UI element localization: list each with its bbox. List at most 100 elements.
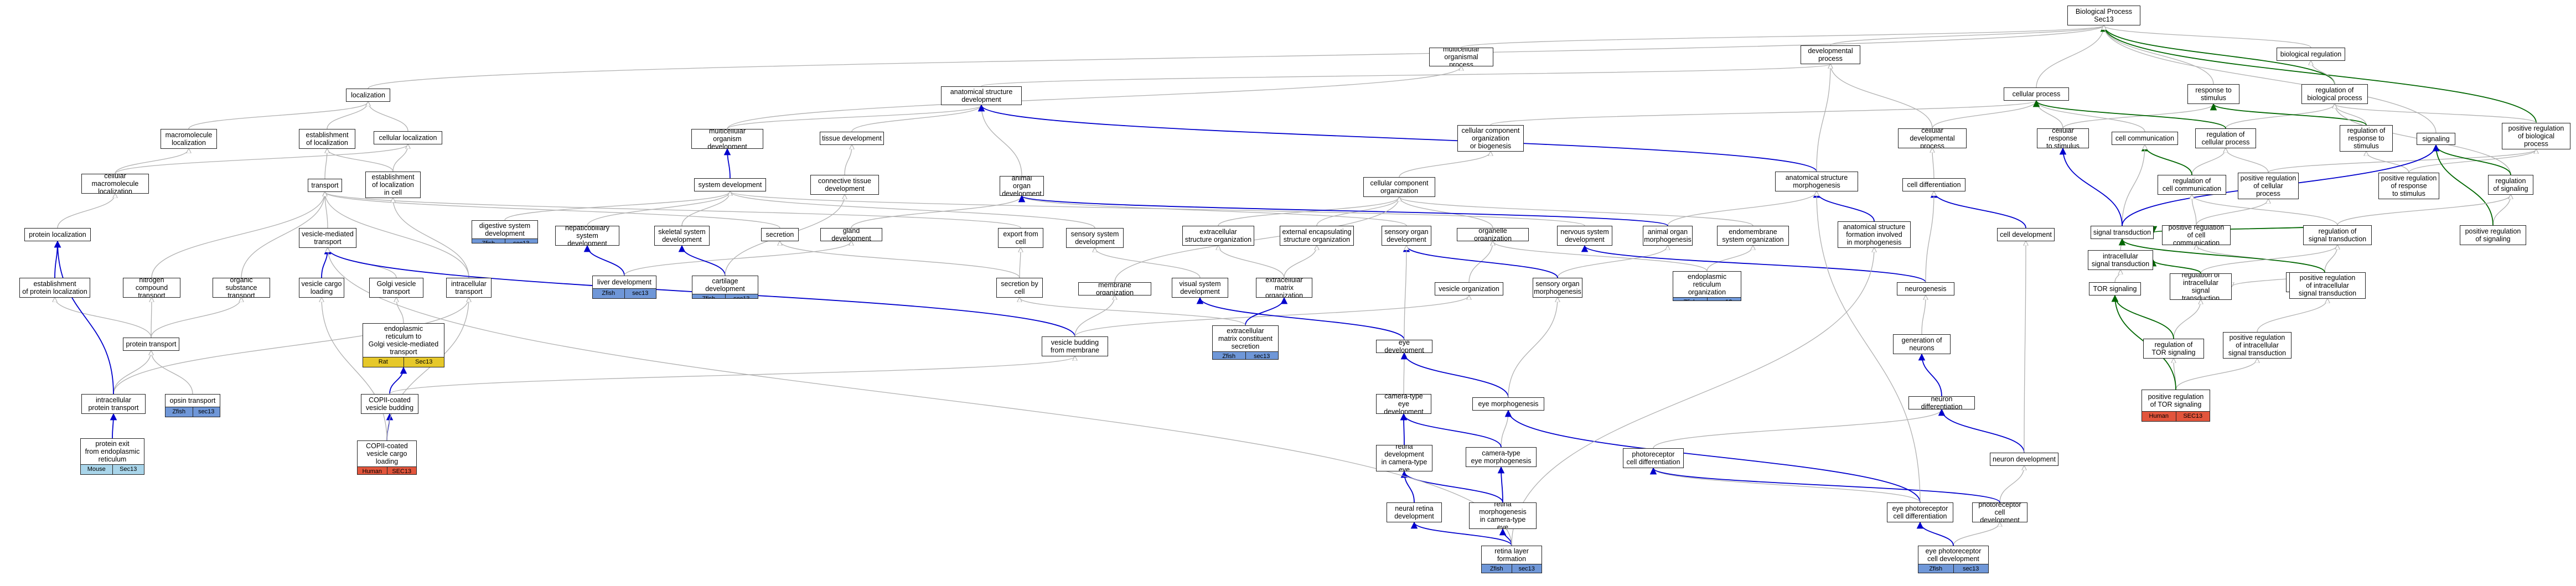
node-reg-intra-sig[interactable]: regulation of intracellular signal trans… <box>2170 273 2232 300</box>
node-ves-budding[interactable]: vesicle budding from membrane <box>1042 336 1108 356</box>
node-copii-budding[interactable]: COPII-coated vesicle budding <box>361 394 418 414</box>
node-cell-comm[interactable]: cell communication <box>2112 132 2178 145</box>
node-cell-diff[interactable]: cell differentiation <box>1902 178 1965 191</box>
node-animal-organ-morph[interactable]: animal organ morphogenesis <box>1643 226 1693 246</box>
node-retina-morph[interactable]: retina morphogenesis in camera-type eye <box>1469 502 1537 529</box>
node-bp[interactable]: Biological Process Sec13 <box>2067 6 2140 25</box>
node-cell-dev[interactable]: cell development <box>1997 228 2055 241</box>
node-ecm-secretion[interactable]: extracellular matrix constituent secreti… <box>1212 325 1279 360</box>
node-anat-morph[interactable]: anatomical structure morphogenesis <box>1775 172 1858 191</box>
node-macro-loc[interactable]: macromolecule localization <box>161 129 217 149</box>
node-gen-neurons[interactable]: generation of neurons <box>1893 334 1951 354</box>
node-pos-reg-intra-sig2[interactable]: positive regulation of intracellular sig… <box>2223 332 2291 359</box>
node-nervous-sys[interactable]: nervous system development <box>1557 226 1612 246</box>
node-cell-comp-org-bio[interactable]: cellular component organization or bioge… <box>1457 125 1524 152</box>
node-gland-dev[interactable]: gland development <box>820 228 882 241</box>
node-protein-loc[interactable]: protein localization <box>24 228 91 241</box>
node-hepato[interactable]: hepaticobiliary system development <box>555 226 619 246</box>
node-golgi-ves[interactable]: Golgi vesicle transport <box>369 278 423 298</box>
node-cell-comp-org[interactable]: cellular component organization <box>1363 177 1435 197</box>
node-multi-dev[interactable]: multicellular organism development <box>691 129 763 149</box>
node-eye-dev[interactable]: eye development <box>1376 340 1432 353</box>
node-pos-reg-cell-comm[interactable]: positive regulation of cell communicatio… <box>2162 225 2231 245</box>
node-ecm-org[interactable]: extracellular structure organization <box>1182 226 1254 246</box>
node-pos-reg-intra-sig[interactable]: positive regulation of intracellular sig… <box>2289 272 2366 299</box>
node-cell-proc[interactable]: cellular process <box>2004 87 2069 101</box>
node-ves-cargo[interactable]: vesicle cargo loading <box>299 278 344 298</box>
node-intra-sig[interactable]: intracellular signal transduction <box>2088 250 2153 270</box>
node-cell-dev-proc[interactable]: cellular developmental process <box>1898 128 1967 148</box>
node-cell-macro-loc[interactable]: cellular macromolecule localization <box>81 174 149 194</box>
node-eye-morph[interactable]: eye morphogenesis <box>1472 397 1544 411</box>
node-pos-reg-bio[interactable]: positive regulation of biological proces… <box>2502 123 2570 149</box>
node-organelle-org[interactable]: organelle organization <box>1457 228 1529 241</box>
node-anat-dev[interactable]: anatomical structure development <box>941 86 1022 105</box>
node-secretion[interactable]: secretion <box>761 228 799 241</box>
node-skeletal[interactable]: skeletal system development <box>654 226 710 246</box>
node-dev-proc[interactable]: developmental process <box>1801 45 1860 64</box>
node-pos-reg-signaling[interactable]: positive regulation of signaling <box>2460 225 2526 245</box>
node-tor-sig[interactable]: TOR signaling <box>2089 282 2141 295</box>
node-sig-trans[interactable]: signal transduction <box>2091 226 2154 239</box>
node-camera-morph[interactable]: camera-type eye morphogenesis <box>1466 447 1537 467</box>
node-reg-bio[interactable]: regulation of biological process <box>2301 84 2368 104</box>
node-endomem[interactable]: endomembrane system organization <box>1717 226 1789 246</box>
node-animal-organ-dev[interactable]: animal organ development <box>1000 176 1044 196</box>
node-localization[interactable]: localization <box>346 89 390 102</box>
node-neuron-diff[interactable]: neuron differentiation <box>1908 396 1975 409</box>
node-sensory-morph[interactable]: sensory organ morphogenesis <box>1533 278 1582 298</box>
node-vesicle-org[interactable]: vesicle organization <box>1435 282 1503 295</box>
node-photo-diff[interactable]: photoreceptor cell differentiation <box>1623 448 1684 468</box>
node-est-loc-cell[interactable]: establishment of localization in cell <box>365 172 421 198</box>
node-reg-resp-stim[interactable]: regulation of response to stimulus <box>2340 125 2393 152</box>
node-reg-cell-comm[interactable]: regulation of cell communication <box>2158 175 2226 195</box>
node-neuron-dev[interactable]: neuron development <box>1990 453 2058 466</box>
node-neurogenesis[interactable]: neurogenesis <box>1897 282 1954 295</box>
node-sys-dev[interactable]: system development <box>694 178 766 191</box>
node-retina-dev[interactable]: retina development in camera-type eye <box>1376 445 1432 471</box>
node-ecm-const-org[interactable]: extracellular matrix organization <box>1256 278 1312 298</box>
node-reg-signaling[interactable]: regulation of signaling <box>2488 175 2533 195</box>
node-membrane-org[interactable]: membrane organization <box>1078 282 1151 295</box>
node-est-loc[interactable]: establishment of localization <box>299 129 355 149</box>
node-camera-eye-dev[interactable]: camera-type eye development <box>1376 394 1431 414</box>
node-ext-enc[interactable]: external encapsulating structure organiz… <box>1280 226 1354 246</box>
node-intra-prot[interactable]: intracellular protein transport <box>81 394 146 414</box>
node-multi-org[interactable]: multicellular organismal process <box>1429 48 1493 66</box>
node-signaling[interactable]: signaling <box>2417 133 2455 145</box>
node-protein-transport[interactable]: protein transport <box>123 338 179 351</box>
node-sensory-organ-dev[interactable]: sensory organ development <box>1382 226 1431 246</box>
node-org-subst[interactable]: organic substance transport <box>213 278 270 298</box>
node-nitrogen[interactable]: nitrogen compound transport <box>123 278 180 298</box>
node-cell-loc[interactable]: cellular localization <box>374 131 442 144</box>
node-er-org[interactable]: endoplasmic reticulum organizationZfishs… <box>1673 271 1741 301</box>
node-pos-reg-resp[interactable]: positive regulation of response to stimu… <box>2378 173 2439 199</box>
node-biol-reg[interactable]: biological regulation <box>2277 48 2345 61</box>
node-anat-form[interactable]: anatomical structure formation involved … <box>1838 221 1911 248</box>
node-ves-transport[interactable]: vesicle-mediated transport <box>299 228 356 248</box>
node-transport[interactable]: transport <box>308 179 342 192</box>
node-est-prot-loc[interactable]: establishment of protein localization <box>19 278 90 298</box>
node-visual-sys[interactable]: visual system development <box>1172 278 1228 298</box>
node-intra-transport[interactable]: intracellular transport <box>446 278 492 298</box>
node-er-golgi[interactable]: endoplasmic reticulum to Golgi vesicle-m… <box>363 323 444 367</box>
node-photo-dev[interactable]: photoreceptor cell development <box>1972 502 2027 522</box>
node-export-cell[interactable]: export from cell <box>998 228 1043 248</box>
node-resp-stim[interactable]: response to stimulus <box>2187 84 2239 104</box>
node-sensory-sys[interactable]: sensory system development <box>1066 228 1124 248</box>
node-pos-reg-cell-proc[interactable]: positive regulation of cellular process <box>2238 173 2299 199</box>
node-sec-by-cell[interactable]: secretion by cell <box>996 278 1043 298</box>
node-conn-tissue[interactable]: connective tissue development <box>810 175 879 195</box>
node-cell-resp-stim[interactable]: cellular response to stimulus <box>2037 128 2089 148</box>
node-tissue-dev[interactable]: tissue development <box>820 132 884 145</box>
node-reg-cell-proc[interactable]: regulation of cellular process <box>2195 128 2256 148</box>
